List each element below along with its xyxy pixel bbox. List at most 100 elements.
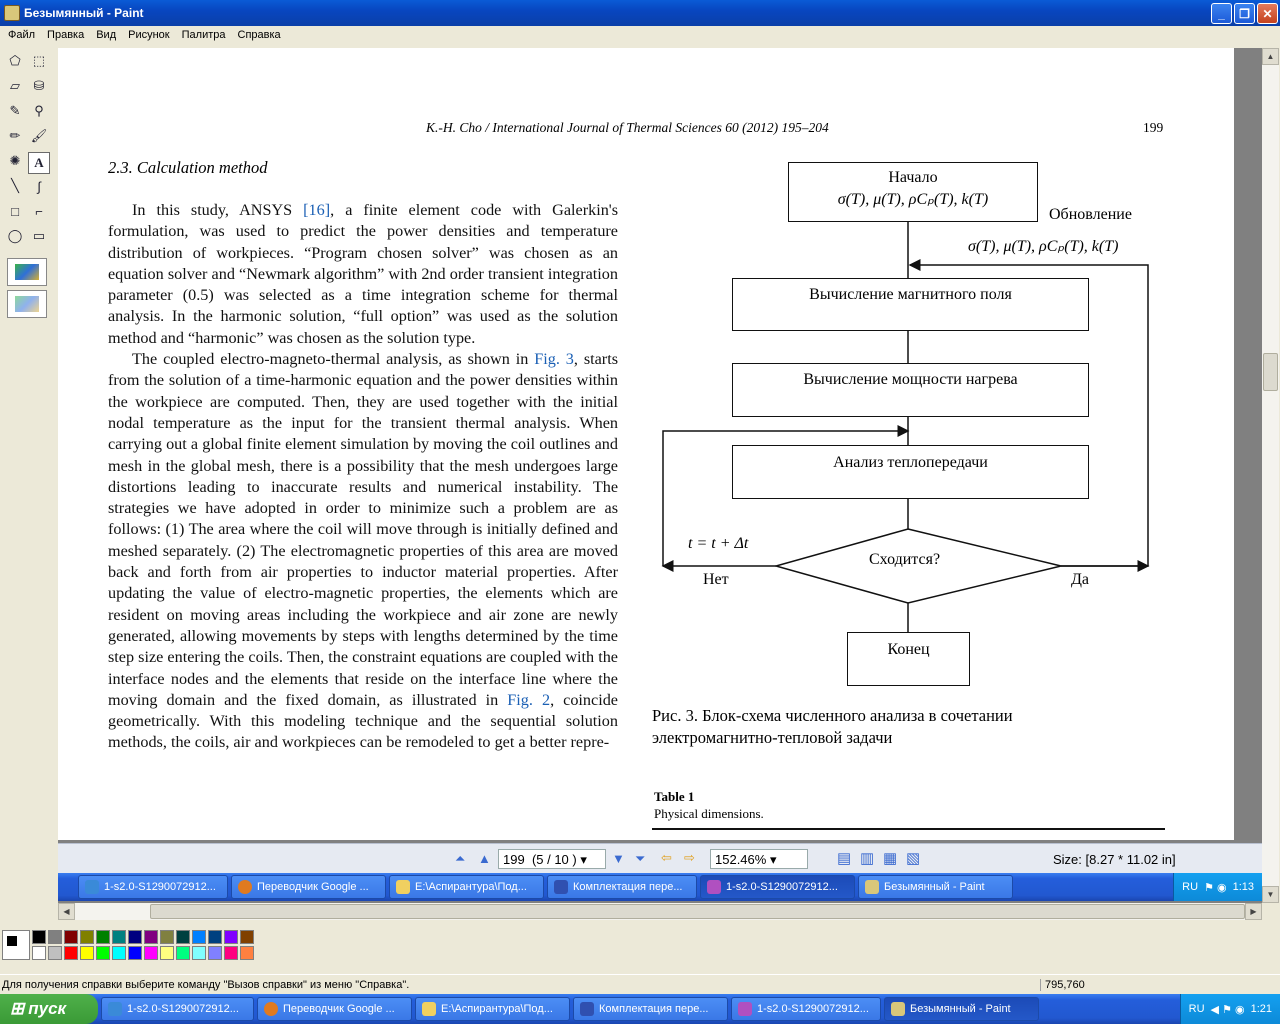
prev-page-icon[interactable]: ▲ <box>478 851 491 866</box>
language-indicator[interactable]: RU <box>1188 1003 1205 1015</box>
transparent-option-icon[interactable] <box>7 290 47 318</box>
palette-color[interactable] <box>32 946 46 960</box>
viewer-icon <box>738 1002 752 1016</box>
palette-color[interactable] <box>208 930 222 944</box>
palette-color[interactable] <box>32 930 46 944</box>
palette-color[interactable] <box>64 946 78 960</box>
palette-color[interactable] <box>48 930 62 944</box>
menu-help[interactable]: Справка <box>237 29 281 41</box>
eraser-icon[interactable]: ▱ <box>10 78 20 93</box>
menu-edit[interactable]: Правка <box>47 29 85 41</box>
paragraph-1: In this study, ANSYS [16], a finite elem… <box>108 201 618 347</box>
body-text: In this study, ANSYS [16], a finite elem… <box>108 198 618 754</box>
flow-start-label: Начало <box>888 169 938 186</box>
pencil-icon[interactable]: ✏ <box>9 128 21 143</box>
palette-color[interactable] <box>128 930 142 944</box>
menu-file[interactable]: Файл <box>8 29 36 41</box>
maximize-button[interactable]: ❐ <box>1234 3 1255 24</box>
color-picker-icon[interactable]: ✎ <box>9 103 21 118</box>
horizontal-scrollbar[interactable]: ◀ ▶ <box>58 903 1262 920</box>
scroll-up-icon[interactable]: ▲ <box>1262 48 1279 65</box>
palette-color[interactable] <box>176 946 190 960</box>
scroll-right-icon[interactable]: ▶ <box>1245 903 1262 920</box>
fill-bucket-icon[interactable]: ⛁ <box>33 78 45 93</box>
ellipse-icon[interactable]: ◯ <box>7 228 23 243</box>
palette-color[interactable] <box>144 946 158 960</box>
next-page-icon[interactable]: ▼ <box>612 851 625 866</box>
curve-icon[interactable]: ∫ <box>37 178 41 194</box>
magnifier-icon[interactable]: ⚲ <box>34 103 44 118</box>
menu-view[interactable]: Вид <box>96 29 117 41</box>
scroll-left-icon[interactable]: ◀ <box>58 903 75 920</box>
minimize-button[interactable]: _ <box>1211 3 1232 24</box>
polygon-icon[interactable]: ⌐ <box>35 203 43 219</box>
last-page-icon[interactable]: ⏷ <box>635 851 646 866</box>
single-page-icon[interactable]: ▤ <box>837 850 852 867</box>
page-number: 199 <box>1143 120 1164 135</box>
menu-palette[interactable]: Палитра <box>181 29 226 41</box>
palette-color[interactable] <box>96 946 110 960</box>
free-select-icon[interactable]: ⬠ <box>9 53 21 68</box>
palette-color[interactable] <box>80 946 94 960</box>
brush-icon[interactable]: 🖌 <box>30 128 48 143</box>
task-word[interactable]: Комплектация пере... <box>573 997 728 1021</box>
first-page-icon[interactable]: ⏶ <box>455 851 466 866</box>
continuous-icon[interactable]: ▥ <box>860 850 875 867</box>
palette-color[interactable] <box>224 930 238 944</box>
forward-icon[interactable]: ⇨ <box>684 850 695 865</box>
palette-color[interactable] <box>160 930 174 944</box>
task-folder[interactable]: E:\Аспирантура\Под... <box>415 997 570 1021</box>
cover-icon[interactable]: ▧ <box>906 850 921 867</box>
menu-image[interactable]: Рисунок <box>128 29 170 41</box>
pdf-viewer-toolbar: ⏶ ▲ 199 (5 / 10 ) ▾ ▼ ⏷ ⇦ ⇨ 152.46% ▾ ▤ … <box>58 843 1262 873</box>
scroll-thumb[interactable] <box>1263 353 1278 391</box>
palette-color[interactable] <box>192 930 206 944</box>
palette-color[interactable] <box>176 930 190 944</box>
palette-color[interactable] <box>240 946 254 960</box>
vertical-scrollbar[interactable]: ▲ ▼ <box>1262 48 1279 903</box>
fig3-link[interactable]: Fig. 3 <box>534 350 574 369</box>
airbrush-icon[interactable]: ✺ <box>9 153 21 168</box>
zoom-select[interactable]: 152.46% ▾ <box>710 849 808 869</box>
figure-caption-line1: Рис. 3. Блок-схема численного анализа в … <box>652 706 1013 725</box>
drawing-canvas[interactable]: K.-H. Cho / International Journal of The… <box>58 48 1262 903</box>
tray-icons[interactable]: ◀ ⚑ ◉ <box>1210 1003 1245 1016</box>
rect-select-icon[interactable]: ⬚ <box>32 53 46 68</box>
task-pdf2[interactable]: 1-s2.0-S1290072912... <box>731 997 881 1021</box>
palette-color[interactable] <box>240 930 254 944</box>
palette-color[interactable] <box>64 930 78 944</box>
windows-logo-icon: ⊞ <box>10 999 25 1018</box>
start-button[interactable]: ⊞пуск <box>0 994 98 1024</box>
opaque-option-icon[interactable] <box>7 258 47 286</box>
hscroll-thumb[interactable] <box>150 904 1245 919</box>
back-icon[interactable]: ⇦ <box>661 850 672 865</box>
current-colors[interactable] <box>2 930 30 960</box>
section-title: 2.3. Calculation method <box>108 158 268 177</box>
palette-color[interactable] <box>144 930 158 944</box>
palette-color[interactable] <box>160 946 174 960</box>
palette-color[interactable] <box>128 946 142 960</box>
page-select[interactable]: 199 (5 / 10 ) ▾ <box>498 849 606 869</box>
close-button[interactable]: ✕ <box>1257 3 1278 24</box>
palette-color[interactable] <box>192 946 206 960</box>
palette-color[interactable] <box>80 930 94 944</box>
facing-icon[interactable]: ▦ <box>883 850 898 867</box>
scroll-down-icon[interactable]: ▼ <box>1262 886 1279 903</box>
task-pdf1[interactable]: 1-s2.0-S1290072912... <box>101 997 254 1021</box>
text-tool-icon[interactable]: A <box>28 152 50 174</box>
task-paint[interactable]: Безымянный - Paint <box>884 997 1039 1021</box>
fig2-link[interactable]: Fig. 2 <box>507 690 551 709</box>
palette-color[interactable] <box>224 946 238 960</box>
line-icon[interactable]: ╲ <box>11 178 19 193</box>
palette-color[interactable] <box>48 946 62 960</box>
rounded-rect-icon[interactable]: ▭ <box>32 228 46 243</box>
ref-16-link[interactable]: [16] <box>303 201 331 219</box>
task-translator[interactable]: Переводчик Google ... <box>257 997 412 1021</box>
palette-color[interactable] <box>96 930 110 944</box>
inner-task-folder: E:\Аспирантура\Под... <box>389 875 544 899</box>
rectangle-icon[interactable]: □ <box>11 203 19 219</box>
paint-icon <box>891 1002 905 1016</box>
palette-color[interactable] <box>112 946 126 960</box>
palette-color[interactable] <box>208 946 222 960</box>
palette-color[interactable] <box>112 930 126 944</box>
